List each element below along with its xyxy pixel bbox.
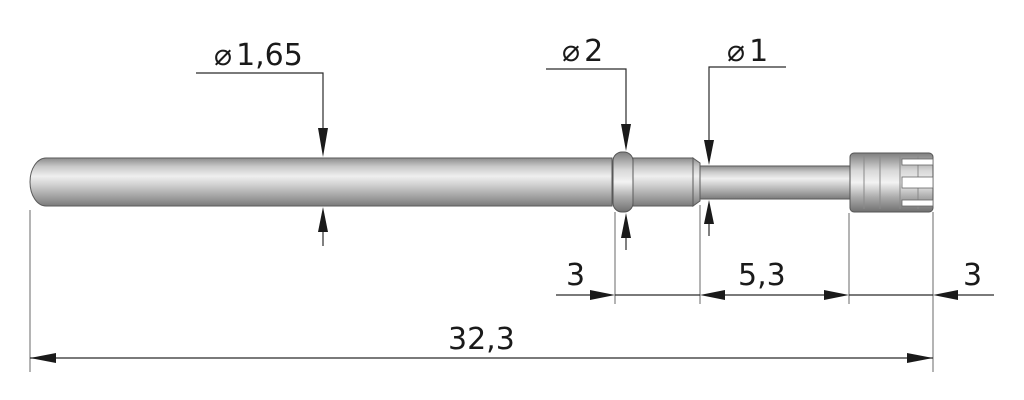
diameter-plunger-label: ⌀1 [727,34,768,69]
overall-length-label: 32,3 [448,322,515,357]
length-dimension-crown: 3 [933,258,994,300]
diameter-collar-label: ⌀2 [562,34,603,69]
diameter-dimension-collar: ⌀2 [546,34,631,250]
crown-head [849,152,934,213]
length-dimension-plunger: 5,3 [615,258,933,300]
barrel [29,157,613,207]
length-dimension-collar: 3 [556,258,615,300]
length-crown-label: 3 [963,258,982,293]
diameter-dimension-plunger: ⌀1 [704,34,786,236]
pogo-pin [29,151,934,213]
barrel-end [632,157,694,207]
extension-lines [29,205,934,372]
collar-ring [612,151,634,213]
length-plunger-label: 5,3 [738,258,786,293]
length-collar-label: 3 [566,258,585,293]
diameter-dimension-barrel: ⌀1,65 [196,38,328,246]
plunger [699,165,851,200]
overall-length-dimension: 32,3 [30,322,933,363]
barrel-end-chamfer [692,157,701,207]
diameter-barrel-label: ⌀1,65 [214,38,303,73]
